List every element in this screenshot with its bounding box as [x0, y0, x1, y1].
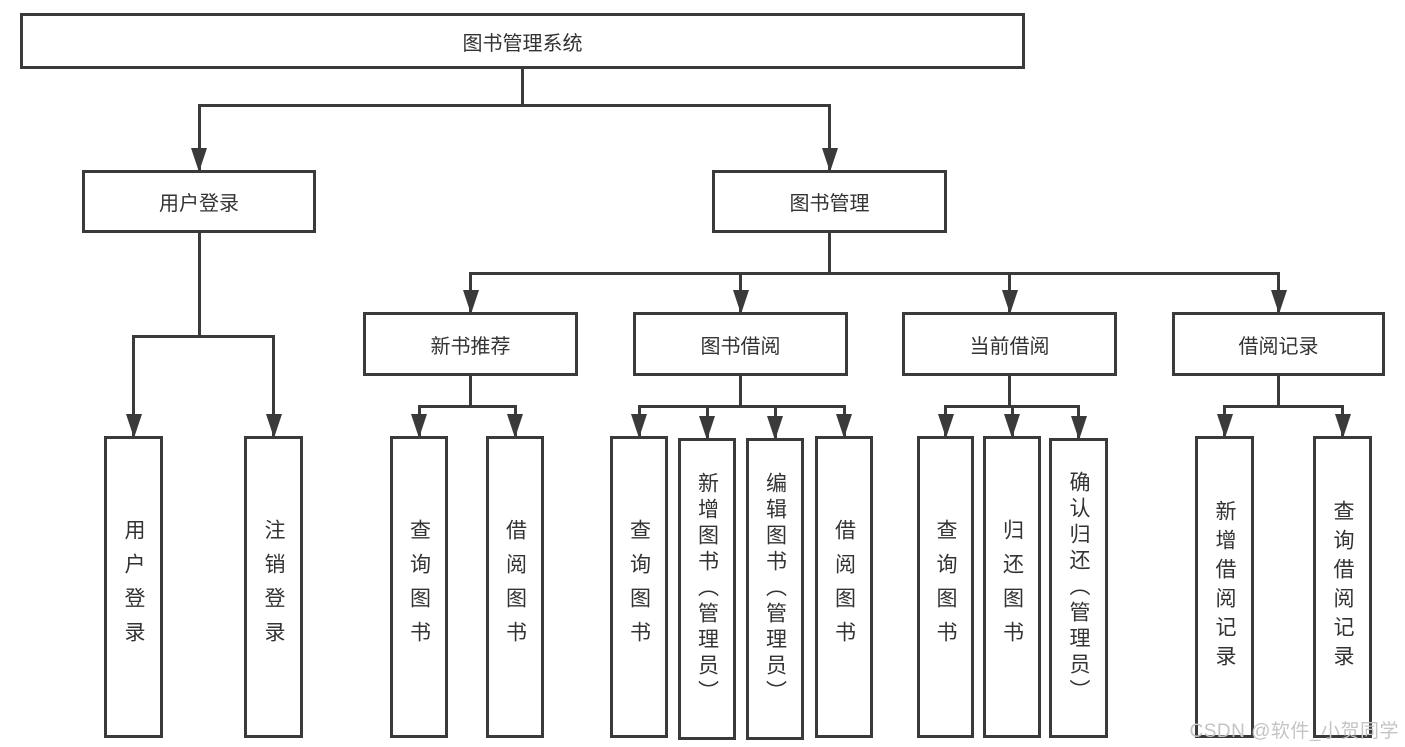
arrow-down-icon: [1004, 414, 1020, 438]
node-label: 编辑图书（管理员）: [763, 472, 787, 706]
arrow-down-icon: [631, 414, 647, 438]
connector-drop-leaf-user-login: [132, 335, 135, 436]
node-current-borrow: 当前借阅: [902, 312, 1117, 376]
node-label: 新书推荐: [430, 335, 511, 358]
arrow-down-icon: [1216, 414, 1233, 438]
watermark: CSDN @软件_小贺同学: [1189, 721, 1399, 742]
node-bb-borrow: 借阅图书: [815, 436, 873, 738]
node-cb-query: 查询图书: [917, 436, 974, 738]
node-label: 查询借阅记录: [1331, 500, 1354, 674]
arrow-down-icon: [836, 414, 852, 438]
arrow-down-icon: [1001, 290, 1018, 314]
arrow-down-icon: [937, 414, 954, 438]
arrow-down-icon: [191, 148, 207, 172]
arrow-down-icon: [507, 414, 523, 438]
connector-bar-borrow-records: [1223, 405, 1344, 408]
node-label: 注销登录: [262, 519, 285, 655]
arrow-down-icon: [732, 290, 749, 314]
connector-stub-current-borrow: [1008, 376, 1011, 408]
node-cb-confirm: 确认归还（管理员）: [1049, 438, 1108, 738]
connector-drop-book-mgmt: [828, 104, 831, 170]
node-nbr-query: 查询图书: [390, 436, 448, 738]
node-label: 归还图书: [1000, 519, 1024, 655]
node-label: 查询图书: [627, 519, 651, 655]
node-label: 用户登录: [159, 193, 239, 215]
connector-stub-borrow-records: [1277, 376, 1280, 408]
arrow-down-icon: [265, 414, 282, 438]
node-label: 新增图书（管理员）: [695, 472, 719, 706]
arrow-down-icon: [411, 414, 427, 438]
node-label: 确认归还（管理员）: [1067, 471, 1090, 705]
node-label: 图书借阅: [700, 335, 781, 358]
node-br-query: 查询借阅记录: [1313, 436, 1372, 738]
node-leaf-user-login: 用户登录: [104, 436, 163, 738]
arrow-down-icon: [821, 148, 838, 172]
node-leaf-logout: 注销登录: [244, 436, 303, 738]
arrow-down-icon: [462, 290, 479, 314]
node-label: 借阅图书: [503, 519, 527, 655]
connector-drop-leaf-logout: [272, 335, 275, 436]
connector-bar-new-book-rec: [417, 405, 517, 408]
node-label: 查询图书: [934, 519, 957, 655]
connector-stub-book-mgmt: [828, 233, 831, 275]
connector-bar-book-mgmt: [469, 272, 1280, 275]
connector-stub-root: [521, 69, 524, 107]
node-cb-return: 归还图书: [983, 436, 1041, 738]
node-user-login: 用户登录: [82, 170, 316, 233]
connector-bar-book-borrow: [637, 405, 846, 408]
arrow-down-icon: [1070, 416, 1087, 440]
node-label: 新增借阅记录: [1213, 500, 1236, 674]
connector-drop-user-login: [197, 104, 201, 170]
node-br-add: 新增借阅记录: [1195, 436, 1254, 738]
arrow-down-icon: [125, 414, 142, 438]
node-label: 图书管理: [789, 193, 870, 215]
connector-stub-user-login: [197, 233, 201, 338]
arrow-down-icon: [1334, 414, 1351, 438]
node-label: 图书管理系统: [462, 32, 583, 55]
node-bb-add: 新增图书（管理员）: [678, 438, 736, 740]
node-borrow-records: 借阅记录: [1172, 312, 1385, 376]
node-book-borrow: 图书借阅: [633, 312, 848, 376]
node-nbr-borrow: 借阅图书: [486, 436, 544, 738]
connector-bar-user-login: [132, 335, 275, 338]
node-new-book-rec: 新书推荐: [363, 312, 578, 376]
node-root: 图书管理系统: [20, 13, 1025, 69]
node-book-mgmt: 图书管理: [712, 170, 947, 233]
node-label: 查询图书: [407, 519, 431, 655]
node-label: 用户登录: [122, 519, 145, 655]
node-bb-query: 查询图书: [610, 436, 668, 738]
node-label: 当前借阅: [969, 335, 1050, 358]
node-label: 借阅图书: [832, 519, 856, 655]
arrow-down-icon: [1270, 290, 1287, 314]
arrow-down-icon: [699, 416, 715, 440]
connector-stub-book-borrow: [739, 376, 742, 408]
connector-bar-root: [197, 104, 831, 107]
node-label: 借阅记录: [1238, 335, 1319, 358]
arrow-down-icon: [767, 416, 783, 440]
node-bb-edit: 编辑图书（管理员）: [746, 438, 804, 740]
connector-stub-new-book-rec: [469, 376, 472, 408]
